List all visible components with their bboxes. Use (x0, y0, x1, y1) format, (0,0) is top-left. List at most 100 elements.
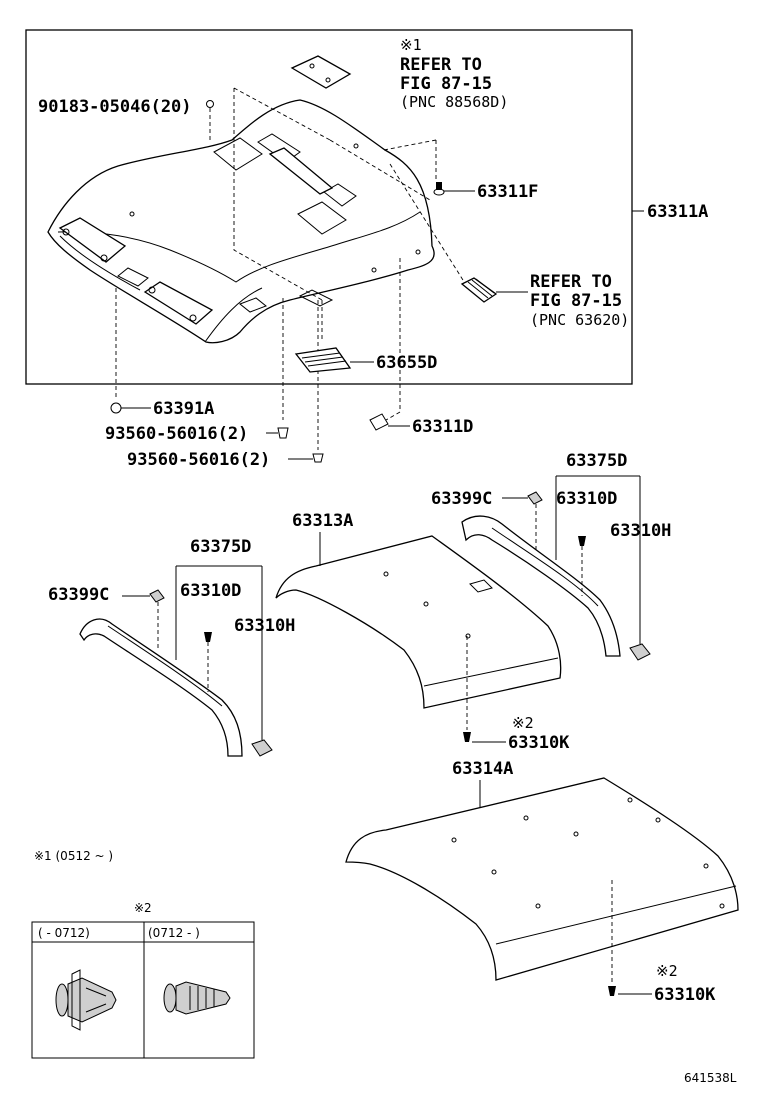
headliner-clip-point (129, 211, 135, 217)
headliner-clip-point (371, 267, 377, 273)
screw-hole (189, 314, 197, 322)
headliner-center-recess (323, 183, 357, 207)
label-63310H-right: 63310H (610, 521, 671, 541)
label-63313A: 63313A (292, 511, 353, 531)
panel-hole (383, 571, 389, 577)
headliner-sunvisor-recess (143, 281, 214, 325)
projection-line (389, 163, 469, 289)
ref2-mark-a: ※2 (512, 714, 534, 732)
label-63311D: 63311D (412, 417, 473, 437)
roof-headliner (47, 99, 435, 344)
table-col-2-header: (0712 - ) (148, 926, 200, 940)
clip-63391A-icon (110, 402, 122, 414)
roof-panel-63313A-slot (469, 579, 493, 593)
label-63311F: 63311F (477, 182, 538, 202)
headliner-clip-point (353, 143, 359, 149)
clip-63310K-a-icon (463, 732, 471, 742)
clip-63399C-left-icon (149, 589, 165, 603)
clip-new-type-icon (163, 981, 231, 1015)
roof-rail-left (79, 618, 243, 757)
refer-fig-b-line1: REFER TO (530, 272, 612, 292)
bracket-63375D-right (555, 475, 641, 644)
table-col-1-header: ( - 0712) (38, 926, 90, 940)
label-63314A: 63314A (452, 759, 513, 779)
clip-90183-icon (206, 100, 214, 108)
label-63311A: 63311A (647, 202, 708, 222)
refer-fig-a-line1: REFER TO (400, 55, 482, 75)
table-title: ※2 (134, 901, 152, 915)
panel-hole (719, 903, 725, 909)
projection-line (383, 139, 437, 151)
label-63310K-b: 63310K (654, 985, 716, 1005)
projection-line (385, 258, 401, 421)
label-93560b: 93560-56016(2) (127, 450, 270, 470)
roof-panel-63313A (275, 535, 562, 709)
panel-hole (535, 903, 541, 909)
diagram-id: 641538L (684, 1071, 737, 1085)
refer-fig-b-line2: FIG 87-15 (530, 291, 622, 311)
clip-63311D-icon (369, 413, 389, 431)
footnote-1: ※1 (0512 ~ ) (34, 849, 113, 863)
headliner-mount-square (297, 201, 347, 235)
screw-93560b-icon (312, 453, 324, 463)
clip-63311F-head (433, 188, 445, 196)
map-lamp-plate (290, 55, 352, 89)
panel-hole (627, 797, 633, 803)
label-63310D-right: 63310D (556, 489, 617, 509)
screw-hole (148, 286, 156, 294)
panel-hole (523, 815, 529, 821)
clip-63399C-right-icon (527, 491, 543, 505)
screw-hole (100, 254, 108, 262)
roof-panel-63313A-fold (423, 657, 559, 687)
label-93560a: 93560-56016(2) (105, 424, 248, 444)
roof-rail-right (461, 515, 621, 657)
panel-hole (655, 817, 661, 823)
label-90183: 90183-05046(20) (38, 97, 192, 117)
clip-63311F-icon (436, 182, 442, 190)
panel-hole (491, 869, 497, 875)
panel-hole (573, 831, 579, 837)
refer-fig-a-line2: FIG 87-15 (400, 74, 492, 94)
panel-hole (465, 633, 471, 639)
assembly-frame (25, 29, 633, 385)
bracket-63375D-left (175, 565, 263, 740)
vent-63655D-slats (301, 352, 347, 367)
headliner-clip-point (415, 249, 421, 255)
headliner-small-opening (117, 267, 149, 287)
headliner-inner-line (57, 211, 421, 283)
label-63655D: 63655D (376, 353, 437, 373)
headliner-mount-square (213, 137, 263, 171)
label-63375D-right: 63375D (566, 451, 627, 471)
panel-hole (703, 863, 709, 869)
screw-hole (325, 77, 331, 83)
label-63310H-left: 63310H (234, 616, 295, 636)
ref1-mark: ※1 (400, 36, 422, 54)
screw-63310D-right-icon (578, 536, 586, 546)
ref2-mark-b: ※2 (656, 962, 678, 980)
clip-variants-table (31, 921, 255, 1059)
clip-63310H-right-icon (629, 643, 651, 661)
panel-hole (451, 837, 457, 843)
label-63310D-left: 63310D (180, 581, 241, 601)
roof-panel-63314A-fold (495, 885, 737, 945)
dome-lamp-ribs (467, 278, 495, 299)
screw-63310D-left-icon (204, 632, 212, 642)
refer-fig-b-line3: (PNC 63620) (530, 311, 629, 329)
headliner-front-pad (58, 217, 127, 263)
headliner-spot (239, 297, 267, 313)
screw-hole (62, 228, 70, 236)
label-63375D-left: 63375D (190, 537, 251, 557)
roof-panel-63314A (345, 777, 739, 981)
screw-hole (309, 63, 315, 69)
headliner-fold (204, 287, 263, 343)
panel-hole (423, 601, 429, 607)
refer-fig-a-line3: (PNC 88568D) (400, 93, 508, 111)
label-63399C-left: 63399C (48, 585, 109, 605)
roof-rail-right-strip (491, 527, 599, 607)
clip-old-type-icon (55, 969, 117, 1031)
headliner-edge (59, 235, 141, 291)
headliner-grab-rail (268, 147, 334, 195)
label-63399C-right: 63399C (431, 489, 492, 509)
clip-63310K-b-icon (608, 986, 616, 996)
